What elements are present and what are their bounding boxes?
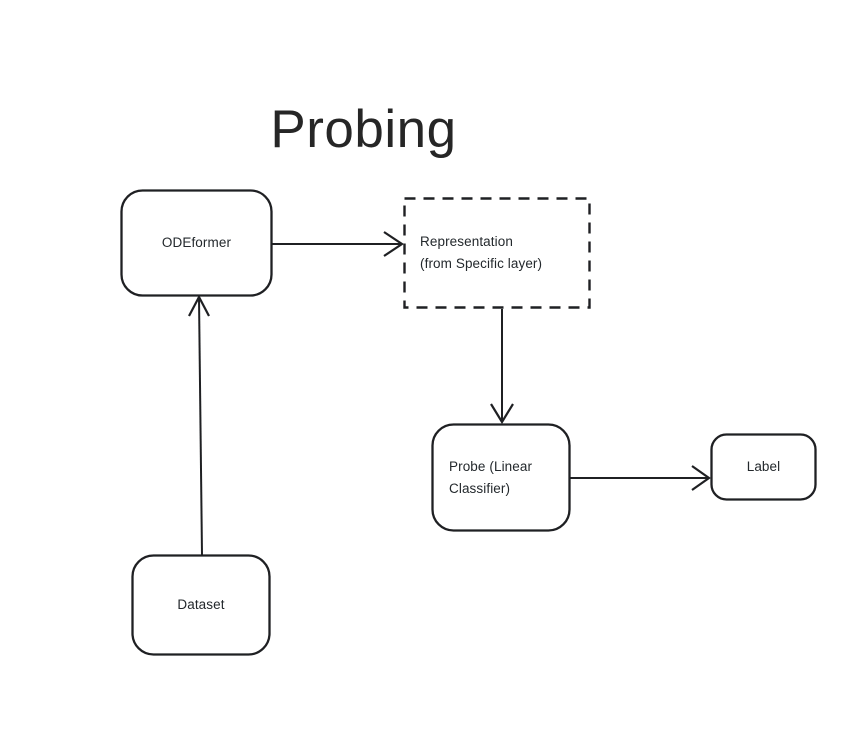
arrowhead-open-v — [188, 294, 210, 317]
node-shape-label[interactable] — [710, 433, 817, 501]
edge-probe-label — [570, 465, 711, 491]
edge-odeformer-representation — [272, 231, 404, 257]
page-title: Probing — [270, 100, 457, 159]
node-representation[interactable]: Representation (from Specific layer) — [404, 198, 590, 308]
node-label-label: Label — [746, 459, 781, 474]
node-shape-representation[interactable] — [403, 197, 591, 309]
node-shape-probe[interactable] — [431, 423, 571, 532]
edge-dataset-odeformer — [188, 294, 210, 556]
node-label-probe: Probe (Linear Classifier) — [449, 458, 533, 496]
arrowhead-open-v — [383, 231, 404, 257]
node-shape-dataset[interactable] — [131, 554, 271, 656]
arrowhead-open-v — [490, 403, 514, 425]
node-odeformer[interactable]: ODEformer — [121, 190, 272, 296]
edge-representation-probe — [490, 309, 514, 425]
node-label[interactable]: Label — [711, 434, 816, 500]
node-probe[interactable]: Probe (Linear Classifier) — [432, 424, 570, 531]
node-label-representation: Representation (from Specific layer) — [420, 234, 543, 271]
node-shape-odeformer[interactable] — [120, 189, 273, 297]
node-label-dataset: Dataset — [177, 597, 225, 612]
node-dataset[interactable]: Dataset — [132, 555, 270, 655]
arrowhead-open-v — [691, 465, 711, 491]
node-label-odeformer: ODEformer — [161, 235, 232, 250]
